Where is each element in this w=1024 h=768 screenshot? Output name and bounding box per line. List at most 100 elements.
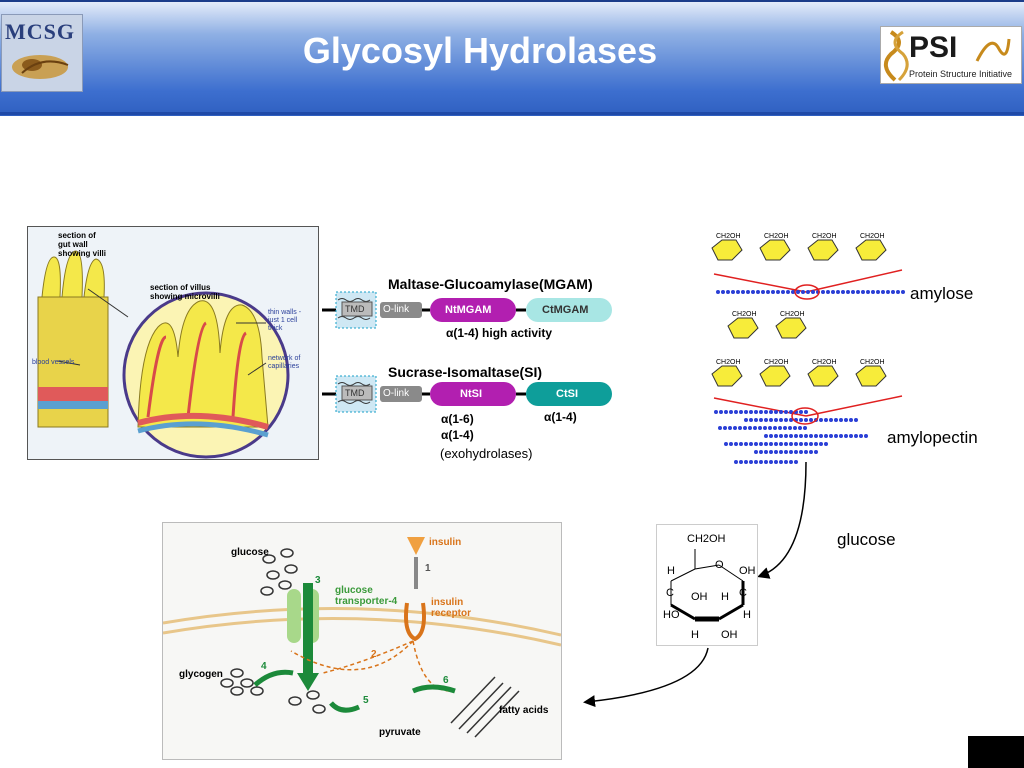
glucose-ring <box>759 365 791 387</box>
glucose-molecule <box>220 678 234 688</box>
glucose-molecule <box>260 586 274 596</box>
glucose-ring <box>855 239 887 261</box>
ct-si-activity: α(1-4) <box>544 410 577 424</box>
glucose-unit-dot <box>814 434 818 438</box>
insulin-receptor-label: insulin receptor <box>431 597 471 619</box>
glucose-unit-dot <box>844 434 848 438</box>
glucose-unit-dot <box>809 450 813 454</box>
glucose-unit-dot <box>891 290 895 294</box>
amylose-label: amylose <box>910 284 974 303</box>
fatty-acids-label: fatty acids <box>499 705 549 716</box>
glucose-unit-dot <box>784 450 788 454</box>
glucose-unit-dot <box>748 426 752 430</box>
glucose-unit-dot <box>799 418 803 422</box>
mgam-title: Maltase-Glucoamylase(MGAM) <box>388 276 593 292</box>
glucose-unit-dot <box>729 442 733 446</box>
glucose-unit-dot <box>734 442 738 446</box>
glucose-unit-dot <box>774 442 778 446</box>
glucose-unit-dot <box>866 290 870 294</box>
glucose-unit-dot <box>769 434 773 438</box>
glucose-unit-dot <box>799 410 803 414</box>
glucose-unit-dot <box>804 450 808 454</box>
glucose-unit-dot <box>744 410 748 414</box>
glucose-ring <box>759 239 791 261</box>
glucose-unit-dot <box>744 418 748 422</box>
label-network-capillaries: network of capillaries <box>268 355 300 371</box>
glucose-unit-dot <box>749 460 753 464</box>
dna-helix-icon <box>883 30 909 82</box>
glucose-unit-dot <box>784 410 788 414</box>
glucose-unit-dot <box>753 426 757 430</box>
ring-ch2oh-label: CH2OH <box>860 359 885 366</box>
label-line: thin walls - <box>268 309 302 316</box>
glucose-unit-dot <box>804 442 808 446</box>
glucose-ring <box>727 317 759 339</box>
glucose-unit-dot <box>814 442 818 446</box>
glucose-unit-dot <box>819 434 823 438</box>
glucose-unit-dot <box>721 290 725 294</box>
glucose-unit-dot <box>764 442 768 446</box>
label-line: gut wall <box>58 240 88 249</box>
psi-logo: PSI Protein Structure Initiative <box>880 26 1022 84</box>
mgam-activity: α(1-4) high activity <box>446 326 553 340</box>
glucose-unit-dot <box>871 290 875 294</box>
glucose-label: glucose <box>837 530 896 549</box>
c4-label: C <box>666 587 674 599</box>
glucose-unit-dot <box>719 410 723 414</box>
glucose-unit-dot <box>836 290 840 294</box>
si-alpha14: α(1-4) <box>441 428 474 442</box>
mcsg-logo-text: MCSG <box>5 19 75 44</box>
glucose-unit-dot <box>749 410 753 414</box>
glucose-unit-dot <box>764 460 768 464</box>
glucose-unit-dot <box>733 426 737 430</box>
ho-label: HO <box>663 609 680 621</box>
glucose-ring <box>711 239 743 261</box>
glucose-unit-dot <box>831 290 835 294</box>
glucose-unit-dot <box>731 290 735 294</box>
oh-label: OH <box>721 629 738 641</box>
glucose-unit-dot <box>779 450 783 454</box>
glucose-unit-dot <box>839 434 843 438</box>
olink-label: O-link <box>383 304 410 315</box>
glucose-unit-dot <box>754 442 758 446</box>
glucose-unit-dot <box>759 442 763 446</box>
glucose-unit-dot <box>754 450 758 454</box>
ring-ch2oh-label: CH2OH <box>812 359 837 366</box>
glucose-unit-dot <box>741 290 745 294</box>
glucose-unit-dot <box>718 426 722 430</box>
step-3: 3 <box>315 575 321 586</box>
label-line: section of <box>58 231 96 240</box>
si-title: Sucrase-Isomaltase(SI) <box>388 364 543 380</box>
glucose-unit-dot <box>754 418 758 422</box>
tmd-label: TMD <box>345 304 365 314</box>
label-line: section of villus <box>150 283 211 292</box>
ring-ch2oh-label: CH2OH <box>780 311 805 318</box>
glucose-unit-dot <box>849 434 853 438</box>
header-divider <box>0 112 1024 115</box>
glucose-unit-dot <box>829 434 833 438</box>
h-label: H <box>721 591 729 603</box>
glucose-unit-dot <box>743 426 747 430</box>
glucose-unit-dot <box>789 434 793 438</box>
glucose-unit-dot <box>834 418 838 422</box>
mcsg-logo: MCSG <box>1 14 83 92</box>
slide-title: Glycosyl Hydrolases <box>302 30 658 71</box>
glucose-unit-dot <box>789 460 793 464</box>
ring-ch2oh-label: CH2OH <box>764 359 789 366</box>
glucose-unit-dot <box>804 434 808 438</box>
glucose-unit-dot <box>809 418 813 422</box>
glucose-unit-dot <box>846 290 850 294</box>
glucose-unit-dot <box>864 434 868 438</box>
glucose-unit-dot <box>766 290 770 294</box>
glucose-unit-dot <box>764 410 768 414</box>
glucose-molecule <box>306 690 320 700</box>
nt-si-label: NtSI <box>460 388 482 400</box>
glucose-unit-dot <box>789 442 793 446</box>
glucose-unit-dot <box>744 442 748 446</box>
glucose-unit-dot <box>774 450 778 454</box>
corner-block <box>968 736 1024 768</box>
label-line: insulin <box>431 597 464 608</box>
glucose-unit-dot <box>789 450 793 454</box>
